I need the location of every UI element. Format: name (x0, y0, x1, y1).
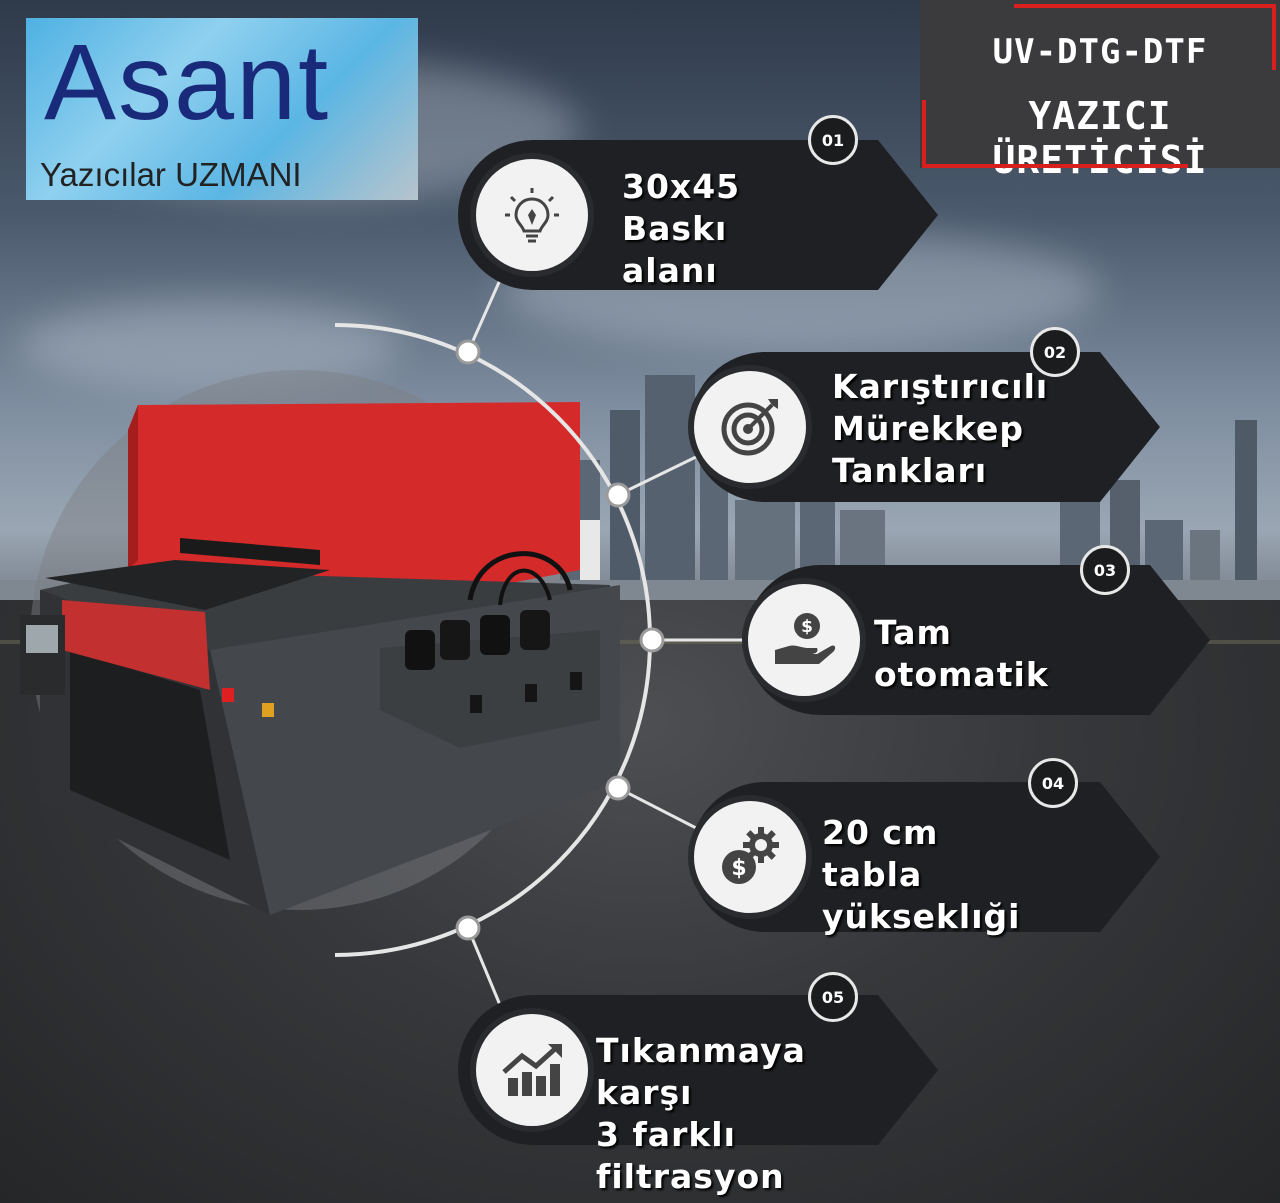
feature-text: 20 cm tabla yükseklıği (822, 813, 1021, 936)
dollar-gear-icon: $ (688, 795, 812, 919)
feature-arrow (878, 995, 938, 1145)
feature-arrow (1100, 782, 1160, 932)
feature-number: 04 (1028, 758, 1078, 808)
feature-number: 03 (1080, 545, 1130, 595)
feature-number: 01 (808, 115, 858, 165)
feature-arrow (1100, 352, 1160, 502)
feature-arrow (878, 140, 938, 290)
svg-text:$: $ (731, 856, 746, 881)
banner-line2: YAZICI ÜRETİCİSİ (992, 94, 1208, 182)
feature-arrow (1150, 565, 1210, 715)
feature-text: Tam otomatik (874, 613, 1049, 694)
feature-number: 02 (1030, 327, 1080, 377)
growth-chart-icon (470, 1008, 594, 1132)
feature-text: Tıkanmaya karşı 3 farklı filtrasyon (596, 1031, 806, 1196)
svg-text:$: $ (801, 617, 813, 637)
header-banner: UV-DTG-DTF YAZICI ÜRETİCİSİ (920, 0, 1280, 182)
printer-image (20, 370, 620, 915)
feature-text: Karıştırıcılı Mürekkep Tankları (832, 367, 1049, 490)
brand-subtitle: Yazıcılar UZMANI (40, 156, 302, 193)
feature-number: 05 (808, 972, 858, 1022)
brand-name: Asant (44, 21, 331, 142)
money-hand-icon: $ (742, 578, 866, 702)
banner-line1: UV-DTG-DTF (992, 32, 1208, 72)
feature-text: 30x45 Baskı alanı (622, 167, 741, 290)
target-icon (688, 365, 812, 489)
lightbulb-icon (470, 153, 594, 277)
brand-logo: Asant Yazıcılar UZMANI (26, 18, 418, 200)
cloud (20, 300, 400, 390)
